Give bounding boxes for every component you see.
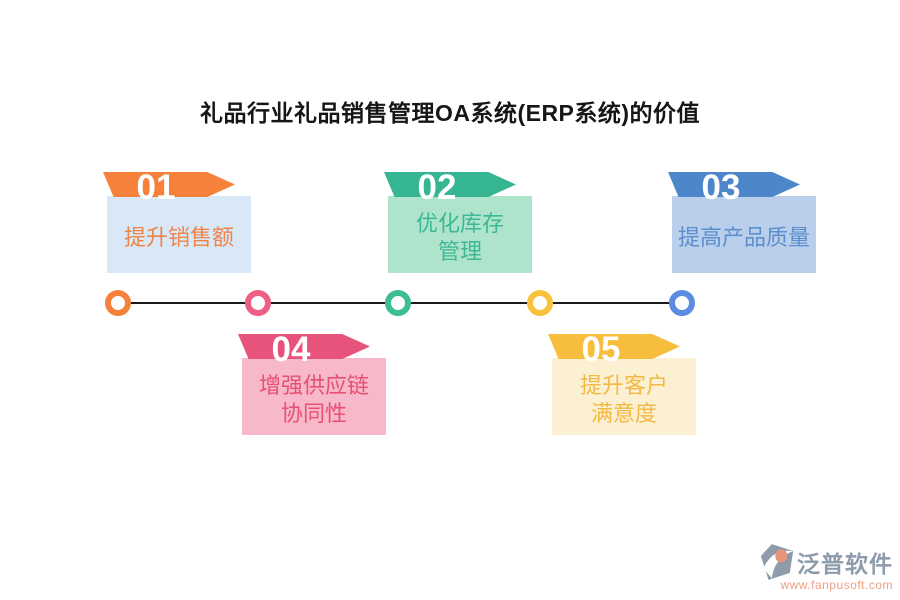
value-card-05: 提升客户 满意度 [552,358,696,435]
timeline-node-03 [669,290,695,316]
ribbon-banner-01 [103,172,235,197]
value-card-03: 提高产品质量 [672,196,816,273]
timeline-node-01 [105,290,131,316]
value-card-01: 提升销售额 [107,196,251,273]
step-number-03: 03 [701,168,741,207]
value-item-03: 提高产品质量 03 [668,168,818,274]
value-label-line: 增强供应链 [258,373,369,398]
value-item-02: 优化库存 管理 02 [384,168,534,274]
step-number-02: 02 [417,168,457,207]
fanpu-logo-icon [760,544,794,580]
value-item-04: 增强供应链 协同性 04 [238,330,388,436]
ribbon-banner-04 [238,334,370,359]
value-label-line: 管理 [437,239,482,264]
timeline-node-05 [527,290,553,316]
ribbon-banner-02 [384,172,516,197]
brand-logo: 泛普软件 www.fanpusoft.com [760,543,893,592]
value-label-line: 协同性 [280,401,347,426]
timeline-node-04 [245,290,271,316]
timeline-node-02 [385,290,411,316]
value-label-line: 满意度 [590,401,657,426]
page-title: 礼品行业礼品销售管理OA系统(ERP系统)的价值 [199,100,701,126]
step-number-05: 05 [581,330,621,369]
ribbon-banner-03 [668,172,800,197]
value-label-line: 提高产品质量 [677,225,810,250]
value-item-05: 提升客户 满意度 05 [548,330,698,436]
brand-name: 泛普软件 [797,551,893,577]
step-number-01: 01 [136,168,176,207]
brand-url: www.fanpusoft.com [780,578,893,592]
value-card-02: 优化库存 管理 [388,196,532,273]
value-label-line: 提升客户 [579,373,668,398]
value-item-01: 提升销售额 01 [103,168,253,274]
ribbon-banner-05 [548,334,680,359]
value-label-line: 提升销售额 [123,225,234,250]
value-label-line: 优化库存 [415,211,504,236]
step-number-04: 04 [271,330,311,369]
value-card-04: 增强供应链 协同性 [242,358,386,435]
